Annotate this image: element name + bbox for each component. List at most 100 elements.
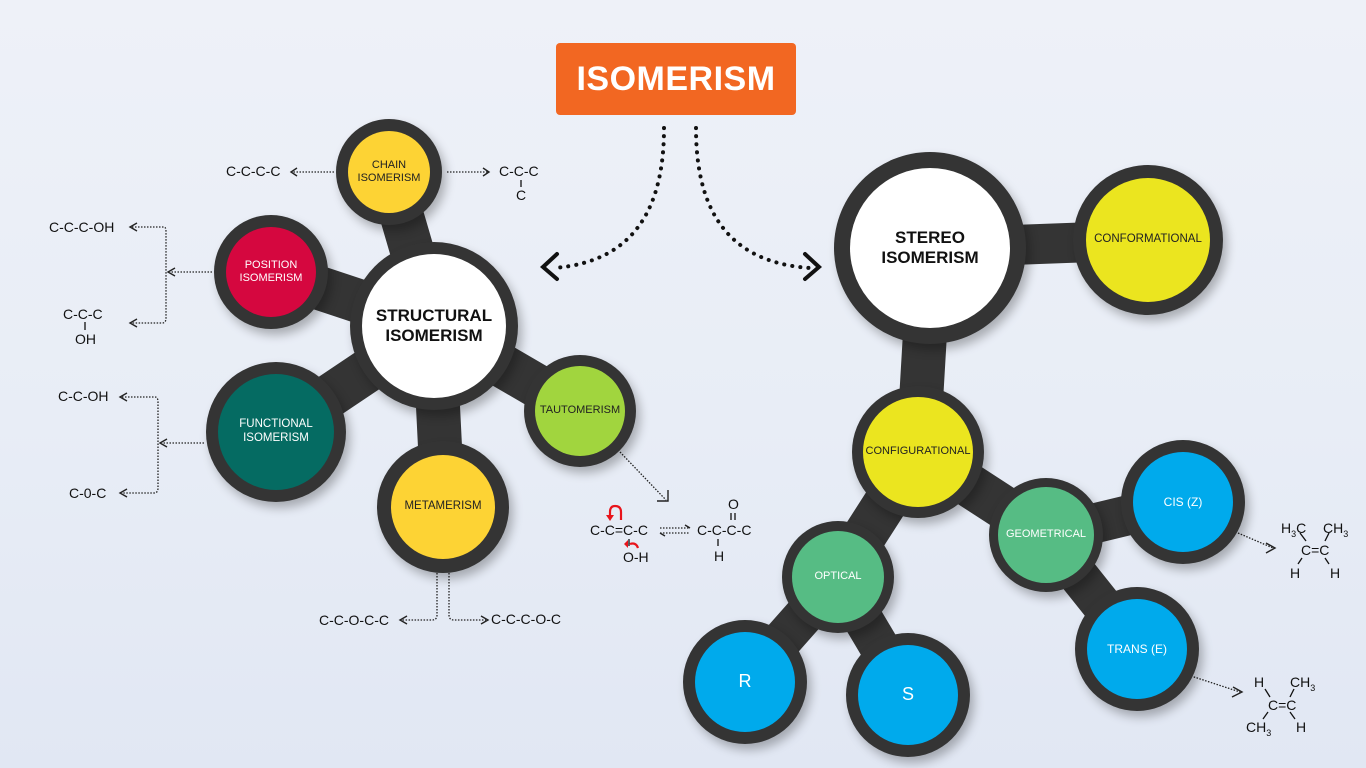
trans-top-left: H [1254,674,1265,690]
node-trans-e: TRANS (E) [1075,587,1199,711]
position-label-1: POSITION [244,258,298,271]
cis-bottom-right: H [1330,565,1341,581]
structural-label-1: STRUCTURAL [375,305,493,325]
keto-oxygen: O [728,496,739,512]
chain-label-1: CHAIN [371,158,407,171]
arrow-to-stereo [694,126,812,270]
node-tautomerism: TAUTOMERISM [524,355,636,467]
trans-arrowhead [1231,686,1244,698]
tautomerism-label: TAUTOMERISM [539,404,621,417]
keto-hydrogen: H [714,548,725,564]
structural-label-2: ISOMERISM [385,326,483,345]
cis-bond-br [1324,557,1330,565]
red-arrow-double-bond [608,504,623,520]
trans-bond-bl [1262,711,1269,720]
red-arrow-oh [629,542,640,549]
trans-bond-tl [1264,688,1271,698]
cis-label: CIS (Z) [1163,494,1203,509]
title-text: ISOMERISM [576,59,776,98]
trans-bond-tr [1289,688,1295,698]
cis-center: C=C [1301,542,1330,558]
equilibrium-head-right [684,524,691,529]
stereo-label-1: STEREO [895,227,965,247]
position-example-top: C-C-C-OH [49,219,115,235]
functional-arrowhead-bottom [118,488,128,498]
cis-arrow [1237,532,1274,549]
cis-top-left: H3C [1281,520,1307,539]
trans-top-right: CH3 [1290,674,1316,693]
position-bracket [132,226,167,324]
position-arrowhead-mid [166,267,176,277]
position-arrowhead-bottom [128,318,138,328]
metamerism-left-path [402,573,438,621]
chain-example-left: C-C-C-C [226,163,281,179]
trans-bond-br [1289,711,1296,720]
optical-label: OPTICAL [814,570,862,583]
arrowhead-right [803,252,823,281]
trans-arrow [1187,674,1241,693]
position-example-bottom: C-C-C [63,306,103,322]
node-metamerism: METAMERISM [377,441,509,573]
trans-bottom-right: H [1296,719,1307,735]
node-r: R [683,620,807,744]
functional-arrowhead-top [118,392,128,402]
node-geometrical: GEOMETRICAL [989,478,1103,592]
conformational-label: CONFORMATIONAL [1094,233,1202,246]
arrow-to-structural [551,126,666,270]
enol-formula: C-C=C-C [590,522,648,538]
geometrical-label: GEOMETRICAL [1005,528,1087,541]
cis-bond-tl [1299,532,1307,542]
chain-label-2: ISOMERISM [357,172,421,184]
cis-arrowhead [1265,542,1277,554]
position-label-2: ISOMERISM [239,272,303,284]
functional-example-top: C-C-OH [58,388,109,404]
red-arrowhead-2 [624,540,628,548]
metamerism-right-path [448,573,486,621]
title-isomerism: ISOMERISM [556,43,796,115]
position-example-branch: OH [75,331,96,347]
trans-label: TRANS (E) [1107,641,1167,656]
cis-top-right: CH3 [1323,520,1349,539]
s-label: S [901,684,914,705]
position-arrowhead-top [128,222,138,232]
equilibrium-head-left [659,532,666,537]
enol-oh: O-H [623,549,649,565]
node-conformational: CONFORMATIONAL [1073,165,1223,315]
keto-formula: C-C-C-C [697,522,752,538]
node-optical: OPTICAL [782,521,894,633]
chain-arrowhead-left [289,167,298,177]
configurational-label: CONFIGURATIONAL [865,445,971,458]
node-s: S [846,633,970,757]
node-cis-z: CIS (Z) [1121,440,1245,564]
metamerism-example-left: C-C-O-C-C [319,612,389,628]
trans-center: C=C [1268,697,1297,713]
chain-arrowhead-right [482,167,491,177]
chain-example-right: C-C-C [499,163,539,179]
r-label: R [738,671,752,692]
chain-example-branch: C [516,187,527,203]
functional-label-1: FUNCTIONAL [239,418,313,431]
functional-bracket [122,396,159,494]
functional-label-2: ISOMERISM [243,432,309,444]
metamerism-arrowhead-right [480,615,490,625]
cis-bond-tr [1324,532,1330,542]
red-arrowhead-1 [606,515,614,521]
stereo-label-2: ISOMERISM [881,248,979,267]
cis-bond-bl [1297,557,1303,565]
node-configurational: CONFIGURATIONAL [852,386,984,518]
metamerism-arrowhead-left [398,615,408,625]
tautomerism-arrowhead [657,490,669,502]
cis-bottom-left: H [1290,565,1301,581]
functional-arrowhead-mid [158,438,168,448]
tautomerism-arrow [619,451,667,501]
arrowhead-left [539,252,559,281]
trans-bottom-left: CH3 [1246,719,1272,738]
metamerism-example-right: C-C-C-O-C [491,611,561,627]
functional-example-bottom: C-0-C [69,485,107,501]
